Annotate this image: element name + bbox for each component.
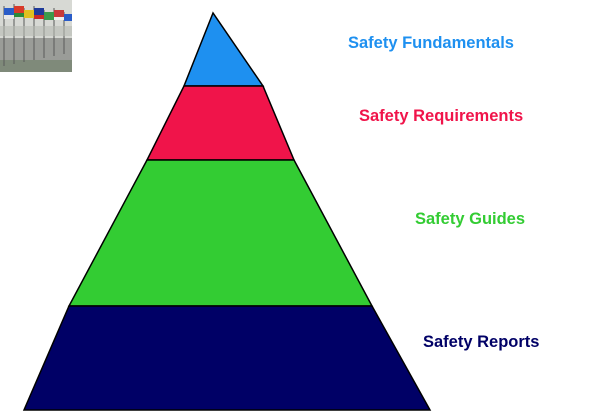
- pyramid-level-reports: [22, 305, 432, 411]
- label-safety-fundamentals: Safety Fundamentals: [348, 34, 514, 52]
- pyramid-level-requirements: [145, 85, 296, 161]
- pyramid-level-guides: [67, 159, 374, 307]
- label-safety-requirements: Safety Requirements: [359, 107, 524, 125]
- pyramid-level-fundamentals: [182, 11, 265, 87]
- flags-photo: [0, 0, 72, 72]
- label-safety-reports: Safety Reports: [423, 333, 540, 351]
- label-safety-guides: Safety Guides: [415, 210, 526, 228]
